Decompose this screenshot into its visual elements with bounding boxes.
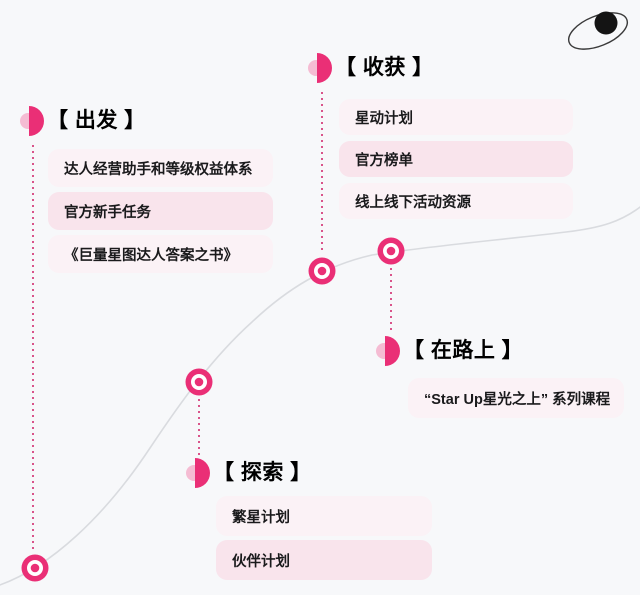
section-title-harvest: 【 收获 】 [335, 56, 434, 79]
section-explore-items: 繁星计划 伙伴计划 [216, 496, 432, 584]
section-ontheway-header: 【 在路上 】 [376, 336, 523, 366]
list-item-label: “Star Up星光之上” 系列课程 [424, 391, 611, 408]
half-circle-icon [186, 458, 211, 488]
milestone-ontheway-bullseye-icon [377, 237, 405, 265]
section-ontheway-items: “Star Up星光之上” 系列课程 [408, 378, 624, 423]
list-item: “Star Up星光之上” 系列课程 [408, 378, 624, 418]
planet-icon [568, 11, 628, 50]
list-item: 繁星计划 [216, 496, 432, 536]
list-item-label: 官方新手任务 [64, 204, 151, 221]
section-harvest-items: 星动计划 官方榜单 线上线下活动资源 [339, 99, 573, 225]
section-harvest-header: 【 收获 】 [308, 53, 434, 83]
list-item: 官方榜单 [339, 141, 573, 177]
half-circle-icon [308, 53, 333, 83]
list-item: 官方新手任务 [48, 192, 273, 230]
half-circle-icon [376, 336, 401, 366]
section-depart-items: 达人经营助手和等级权益体系 官方新手任务 《巨量星图达人答案之书》 [48, 149, 273, 278]
milestone-harvest-bullseye-icon [308, 257, 336, 285]
list-item-label: 星动计划 [355, 110, 413, 127]
list-item-label: 繁星计划 [232, 509, 290, 526]
list-item: 线上线下活动资源 [339, 183, 573, 219]
list-item: 《巨量星图达人答案之书》 [48, 235, 273, 273]
list-item: 星动计划 [339, 99, 573, 135]
list-item-label: 达人经营助手和等级权益体系 [64, 161, 253, 178]
list-item-label: 官方榜单 [355, 152, 413, 169]
section-depart-header: 【 出发 】 [20, 106, 146, 136]
section-title-depart: 【 出发 】 [47, 109, 146, 132]
list-item: 达人经营助手和等级权益体系 [48, 149, 273, 187]
list-item-label: 伙伴计划 [232, 553, 290, 570]
milestone-start-bullseye-icon [21, 554, 49, 582]
milestone-explore-bullseye-icon [185, 368, 213, 396]
list-item-label: 线上线下活动资源 [355, 194, 471, 211]
section-explore-header: 【 探索 】 [186, 458, 312, 488]
list-item-label: 《巨量星图达人答案之书》 [64, 247, 238, 264]
section-title-explore: 【 探索 】 [213, 461, 312, 484]
half-circle-icon [20, 106, 45, 136]
section-title-ontheway: 【 在路上 】 [403, 339, 524, 362]
list-item: 伙伴计划 [216, 540, 432, 580]
journey-curve [0, 206, 640, 586]
